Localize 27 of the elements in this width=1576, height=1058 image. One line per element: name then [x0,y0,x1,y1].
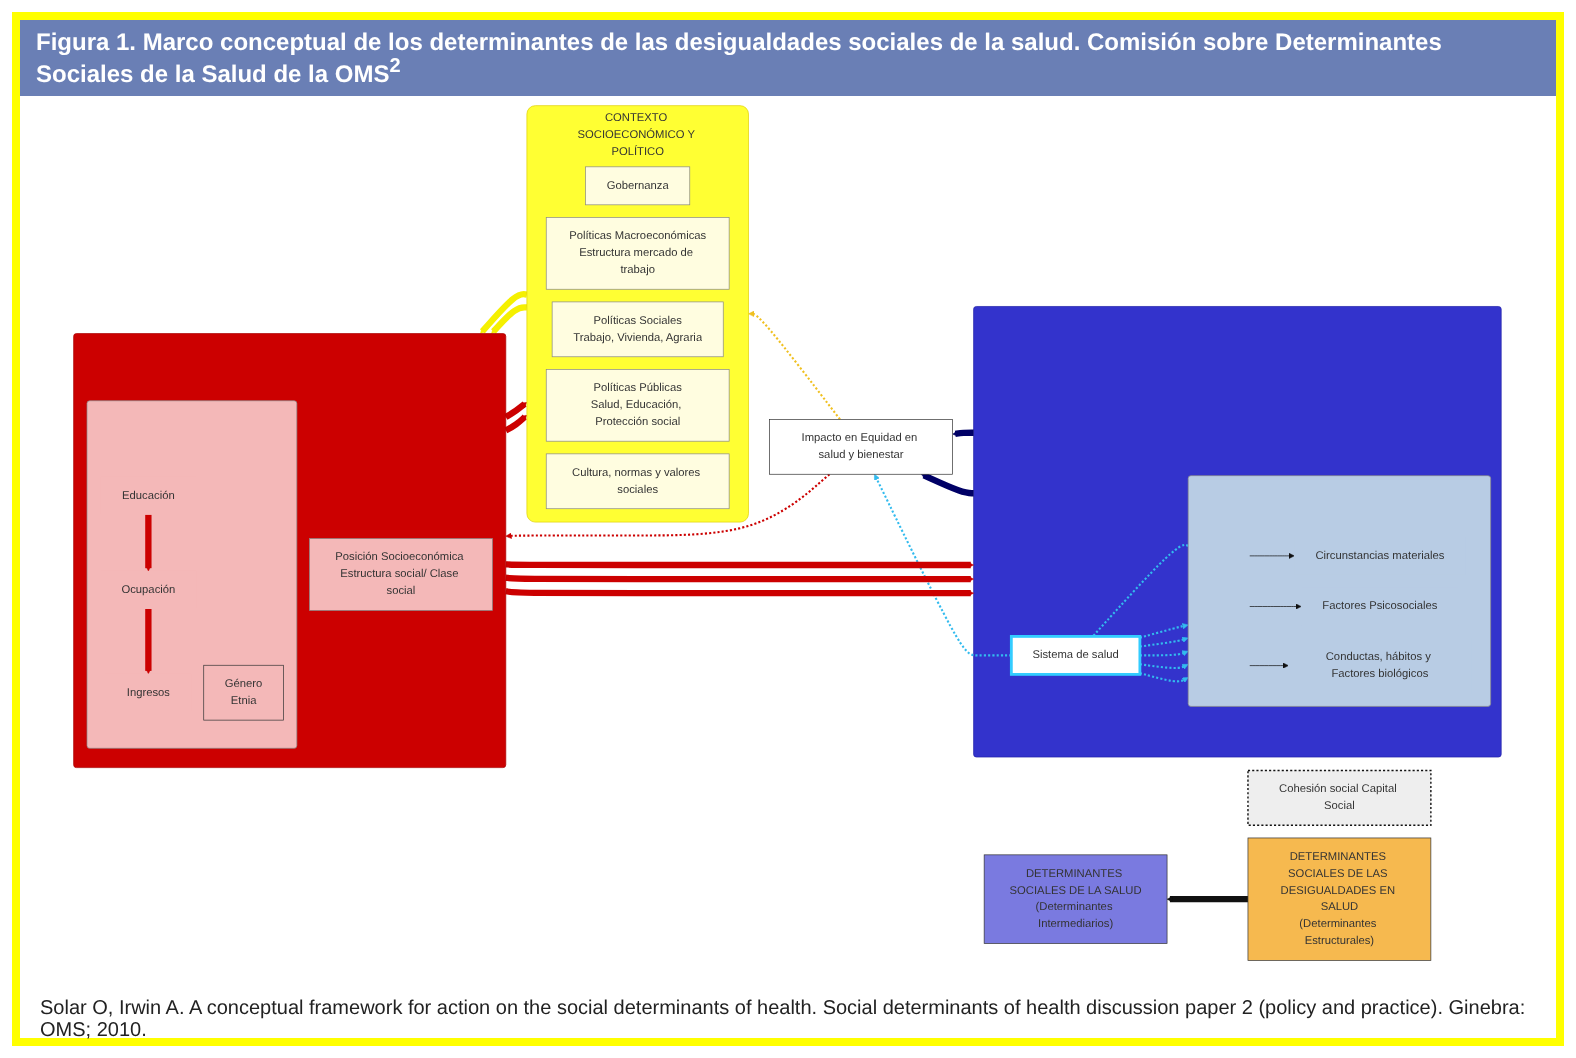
arrow [145,609,153,674]
cluster [87,400,298,749]
arrow [145,514,153,572]
cluster [973,306,1503,758]
arrow [1140,663,1189,670]
cluster [73,333,507,768]
arrow [874,474,1012,657]
cluster [1188,475,1492,707]
arrow [921,472,976,497]
arrow [504,561,975,569]
arrow [504,414,528,434]
arrow [1167,896,1249,903]
arrow [952,429,976,437]
arrow [748,310,842,421]
arrow [480,291,529,334]
arrow [504,588,975,597]
arrow [1140,672,1189,684]
arrow [1140,636,1189,648]
arrow [1140,623,1189,639]
caption: Solar O, Irwin A. A conceptual framework for action on the social determinants of health. Social determinants of health discussion paper 2 (policy and practice). Ginebra: OMS; 2010. [40,998,1528,1042]
arrow [504,401,528,420]
arrow [504,574,975,583]
figure-title: Figura 1. Marco conceptual de los determinantes de las desigualdades sociales de la salud. Comisión sobre Determinantes Sociales de la Salud de la OMS$^{2}$ [20,20,1556,96]
arrow [491,304,529,334]
connector [1092,543,1189,638]
arrow [506,473,831,539]
arrow [1140,650,1189,657]
